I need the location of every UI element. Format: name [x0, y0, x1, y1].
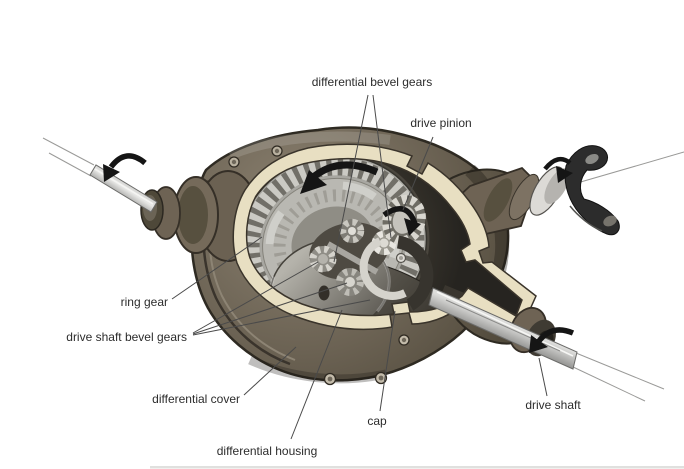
- rotation-arrow-drive-shaft: [529, 327, 575, 353]
- pinion-flange: [359, 237, 407, 300]
- leader-drive-shaft-bevel-gears-3: [192, 299, 371, 336]
- drive-shaft-yoke: [564, 145, 620, 236]
- label-drive-shaft-bevel-gears: drive shaft bevel gears: [66, 330, 187, 344]
- side-bevel-gear-bottom: [336, 268, 364, 296]
- leader-differential-housing: [290, 309, 343, 440]
- cover-bolt: [228, 156, 240, 168]
- label-cap: cap: [367, 414, 387, 428]
- labels: differential bevel gears drive pinion ri…: [66, 75, 581, 458]
- cap-bolt: [395, 252, 407, 264]
- bottom-border: [150, 466, 684, 469]
- rotation-arrow-left-axle: [103, 153, 147, 182]
- rotation-arrow-drive-pinion-yoke: [543, 156, 573, 183]
- left-axle-shaft: [42, 137, 158, 213]
- leader-drive-shaft-bevel-gears-1: [192, 261, 319, 334]
- leader-drive-shaft-bevel-gears-2: [192, 282, 348, 335]
- housing-flange-bolt: [323, 372, 337, 386]
- leader-ring-gear: [171, 236, 263, 300]
- label-ring-gear: ring gear: [121, 295, 168, 309]
- label-differential-housing: differential housing: [217, 444, 318, 458]
- rotation-arrow-ring-gear: [300, 161, 379, 194]
- label-differential-bevel-gears: differential bevel gears: [312, 75, 433, 89]
- drive-shaft: [428, 287, 665, 402]
- label-drive-shaft: drive shaft: [525, 398, 581, 412]
- leader-differential-cover: [243, 346, 297, 396]
- label-differential-cover: differential cover: [152, 392, 240, 406]
- cover-bolt: [271, 145, 283, 157]
- housing-flange-bolt: [398, 334, 410, 346]
- housing-flange-bolt: [374, 371, 388, 385]
- side-bevel-gear-left: [309, 245, 337, 273]
- differential-bevel-gear-cluster: [309, 218, 397, 296]
- leader-drive-pinion: [402, 136, 434, 211]
- cutaway-edge: [232, 143, 537, 338]
- bearing-cap: [396, 235, 434, 311]
- leader-drive-shaft: [538, 357, 548, 397]
- leader-differential-bevel-gears-1: [333, 94, 369, 263]
- leader-cap: [379, 310, 396, 412]
- spider-pinion-top: [339, 218, 365, 244]
- leader-lines: [171, 94, 548, 440]
- leader-differential-bevel-gears-2: [372, 94, 392, 239]
- label-drive-pinion: drive pinion: [410, 116, 471, 130]
